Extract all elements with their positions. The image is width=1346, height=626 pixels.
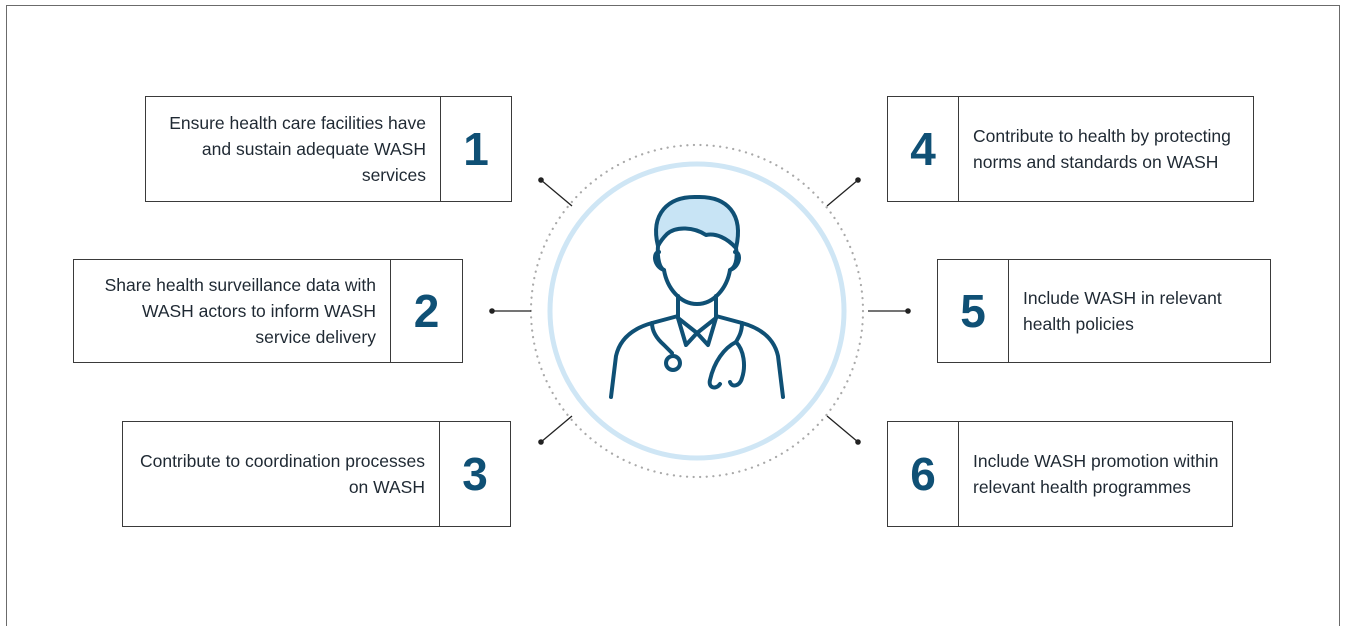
item-6: 6 Include WASH promotion within relevant… bbox=[887, 421, 1233, 527]
item-3-text: Contribute to coordination processes on … bbox=[139, 451, 425, 497]
item-6-text: Include WASH promotion within relevant h… bbox=[973, 451, 1219, 497]
doctor-icon bbox=[609, 194, 785, 399]
item-4-number: 4 bbox=[888, 97, 959, 201]
connector-4 bbox=[826, 177, 861, 207]
connector-3 bbox=[538, 415, 573, 445]
item-2-text: Share health surveillance data with WASH… bbox=[104, 275, 376, 347]
item-6-number: 6 bbox=[888, 422, 959, 526]
item-2: Share health surveillance data with WASH… bbox=[73, 259, 463, 363]
stethoscope bbox=[650, 321, 674, 355]
item-1: Ensure health care facilities have and s… bbox=[145, 96, 512, 202]
face bbox=[655, 244, 739, 306]
connector-6 bbox=[826, 415, 861, 445]
connector-5 bbox=[868, 308, 911, 314]
item-3-number: 3 bbox=[439, 422, 510, 526]
item-5-number: 5 bbox=[938, 260, 1009, 362]
hair bbox=[654, 194, 740, 250]
connector-2 bbox=[489, 308, 531, 314]
inner-ring bbox=[547, 161, 847, 461]
item-2-number: 2 bbox=[390, 260, 462, 362]
item-3: Contribute to coordination processes on … bbox=[122, 421, 511, 527]
connector-1 bbox=[538, 177, 573, 207]
item-4-text: Contribute to health by protecting norms… bbox=[973, 126, 1231, 172]
figure-frame bbox=[6, 5, 1340, 626]
item-1-number: 1 bbox=[440, 97, 511, 201]
connectors bbox=[489, 177, 911, 445]
item-5: 5 Include WASH in relevant health polici… bbox=[937, 259, 1271, 363]
item-5-text: Include WASH in relevant health policies bbox=[1023, 288, 1222, 334]
dotted-ring bbox=[529, 143, 865, 479]
item-4: 4 Contribute to health by protecting nor… bbox=[887, 96, 1254, 202]
item-1-text: Ensure health care facilities have and s… bbox=[169, 113, 426, 185]
